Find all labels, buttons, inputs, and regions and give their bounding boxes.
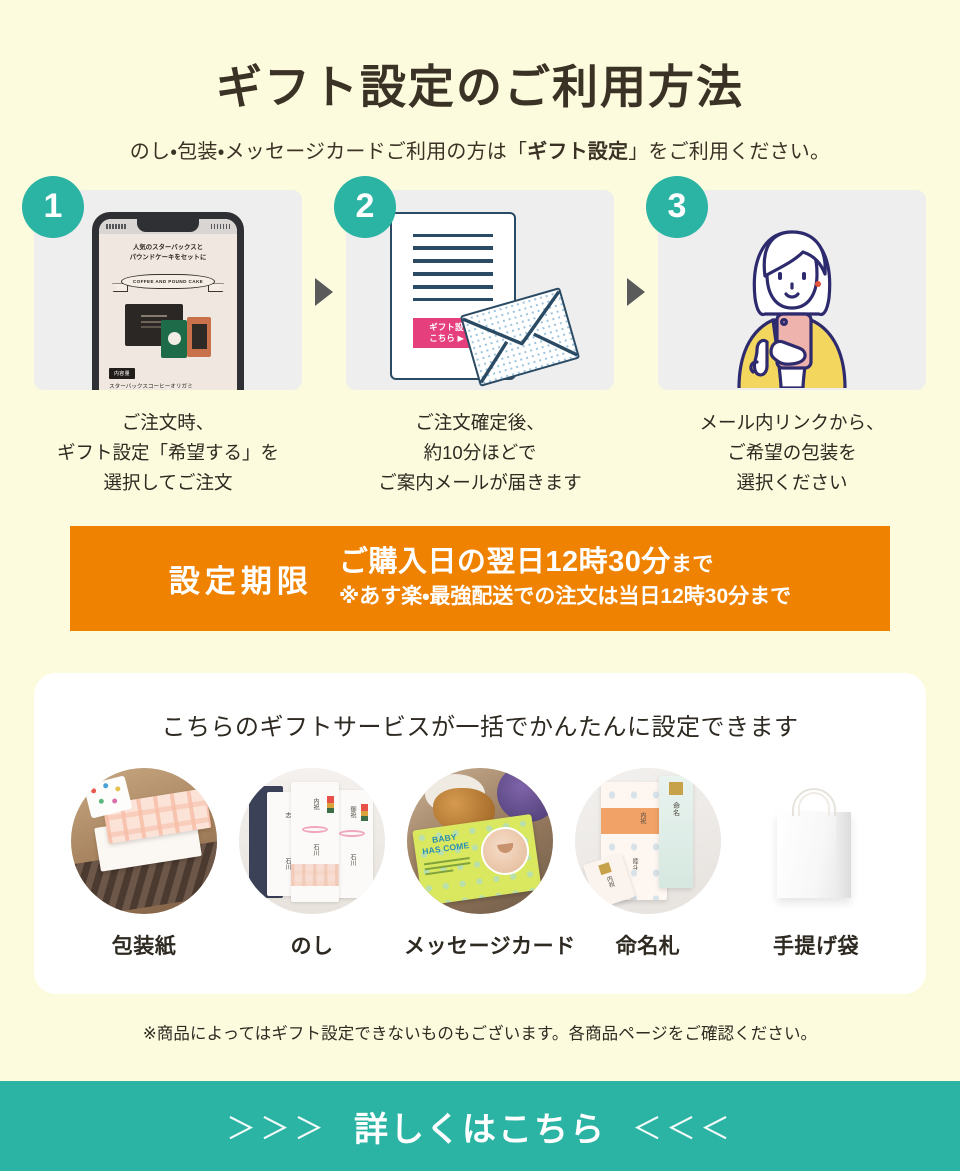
services-card: こちらのギフトサービスが一括でかんたんに設定できます: [34, 672, 926, 994]
coffee-ribbon-graphic: COFFEE AND POUND CAKE: [112, 272, 224, 294]
page-subtitle: のし・包装・メッセージカードご利用の方は「ギフト設定」をご利用ください。: [0, 135, 960, 164]
noshi-thumbnail: 志 石川 御祝 石川 内祝 石川: [239, 767, 385, 914]
naming-tag-thumbnail: 内祝 陸斗 命名 内祝: [575, 767, 721, 914]
service-item-paper-bag[interactable]: 手提げ袋: [740, 767, 892, 960]
arrow-right-icon-1: [315, 277, 333, 306]
phone-status-bar: [99, 218, 237, 234]
service-item-naming-tag[interactable]: 内祝 陸斗 命名 内祝 命名札: [572, 767, 724, 960]
noshi-text-right: 御祝: [349, 805, 355, 818]
subtitle-emphasis: ギフト設定: [527, 140, 629, 163]
chevron-left-icons: ＜＜＜: [632, 1113, 734, 1146]
arrow-right-icon-2: [627, 277, 645, 306]
envelope-icon: [459, 286, 581, 387]
phone-product-description: スターバックスコーヒーオリガミ ハウスブレンド（5袋）orカフェベロナ（5袋）: [109, 384, 193, 390]
ribbon-band: COFFEE AND POUND CAKE: [121, 274, 215, 290]
product-photo-group: [99, 300, 237, 362]
phone-product-headline: 人気のスターバックスと パウンドケーキをセットに: [129, 243, 207, 261]
message-card-thumbnail: BABY HAS COME: [407, 767, 553, 914]
step-number-badge-2: 2: [334, 175, 396, 238]
noshi-text-left: 志: [284, 811, 290, 818]
service-label-wrapping-paper: 包装紙: [111, 934, 177, 958]
subtitle-text-after: 」をご利用ください。: [628, 140, 831, 163]
step-card-3: 3: [646, 175, 926, 498]
subtitle-text-before: のし・包装・メッセージカードご利用の方は「: [129, 140, 528, 163]
deadline-sub-text: ※あす楽・最強配送での注文は当日12時30分まで: [338, 584, 792, 608]
step-number-badge-1: 1: [22, 175, 84, 238]
step-caption-3: メール内リンクから、 ご希望の包装を 選択ください: [699, 411, 885, 493]
naming-tag-text-main: 内祝: [638, 811, 645, 824]
noshi-text-right-name: 石川: [349, 853, 355, 866]
paper-bag-thumbnail: [743, 767, 889, 914]
page-title: ギフト設定のご利用方法: [216, 61, 744, 113]
chevron-right-icons: ＞＞＞: [226, 1113, 328, 1146]
service-label-naming-tag: 命名札: [615, 934, 681, 958]
details-cta-bar[interactable]: ＞＞＞ 詳しくはこちら ＜＜＜: [0, 1081, 960, 1171]
phone-screen: 人気のスターバックスと パウンドケーキをセットに COFFEE AND POUN…: [99, 218, 237, 390]
service-item-noshi[interactable]: 志 石川 御祝 石川 内祝 石川: [236, 767, 388, 960]
wrapping-paper-thumbnail: [71, 767, 217, 914]
noshi-text-center: 内祝: [312, 797, 318, 810]
service-item-wrapping-paper[interactable]: 包装紙: [68, 767, 220, 960]
disclaimer-note: ※商品によってはギフト設定できないものもございます。各商品ページをご確認ください…: [142, 1024, 818, 1043]
deadline-main-text: ご購入日の翌日12時30分まで: [339, 545, 791, 580]
status-bar-left-ticks: [106, 223, 126, 229]
services-row: 包装紙 志 石川 御祝 石川: [34, 767, 926, 960]
deadline-main-suffix: まで: [670, 553, 714, 577]
phone-content-tag: 内容量: [109, 368, 135, 380]
deadline-banner: 設定期限 ご購入日の翌日12時30分まで ※あす楽・最強配送での注文は当日12時…: [70, 525, 890, 631]
smartphone-mockup: 人気のスターバックスと パウンドケーキをセットに COFFEE AND POUN…: [92, 211, 244, 390]
service-label-message-card: メッセージカード: [404, 934, 576, 958]
service-label-paper-bag: 手提げ袋: [773, 934, 859, 958]
cta-label: 詳しくはこちら: [354, 1110, 606, 1149]
service-label-noshi: のし: [290, 934, 334, 958]
coffee-pack-green-image: [161, 320, 187, 359]
envelope-flap-lines: [462, 290, 578, 384]
deadline-label: 設定期限: [168, 563, 313, 599]
services-title: こちらのギフトサービスが一括でかんたんに設定できます: [161, 713, 799, 741]
step-caption-2: ご注文確定後、 約10分ほどで ご案内メールが届きます: [378, 411, 582, 493]
step-card-1: 1 人気のスターバックスと パウンドケーキをセットに: [22, 175, 302, 498]
service-item-message-card[interactable]: BABY HAS COME メッセージカード: [404, 767, 576, 960]
phone-notch-icon: [137, 218, 199, 232]
noshi-text-center-name: 石川: [312, 843, 318, 856]
naming-tag-text-strip: 命名: [672, 801, 680, 816]
naming-tag-text-name: 陸斗: [631, 857, 637, 870]
naming-tag-text-small: 内祝: [604, 874, 615, 889]
email-text-lines: [392, 214, 514, 302]
ribbon-label: COFFEE AND POUND CAKE: [132, 279, 204, 285]
deadline-body: ご購入日の翌日12時30分まで ※あす楽・最強配送での注文は当日12時30分まで: [339, 545, 791, 611]
noshi-text-left-name: 石川: [284, 857, 290, 870]
motion-lines-icon: [608, 191, 614, 233]
cake-pack-orange-image: [187, 317, 211, 358]
step-caption-1: ご注文時、 ギフト設定「希望する」を 選択してご注文: [56, 411, 279, 493]
step-number-badge-3: 3: [646, 175, 708, 238]
steps-row: 1 人気のスターバックスと パウンドケーキをセットに: [0, 175, 960, 498]
step-card-2: 2 ギフト設定は こちら ▶: [334, 175, 614, 498]
status-bar-right-ticks: [210, 223, 230, 229]
deadline-main-prefix: ご購入日の翌日12時30分: [338, 546, 671, 579]
woman-with-phone-illustration: [737, 229, 847, 388]
step-media-1: 人気のスターバックスと パウンドケーキをセットに COFFEE AND POUN…: [34, 189, 302, 390]
